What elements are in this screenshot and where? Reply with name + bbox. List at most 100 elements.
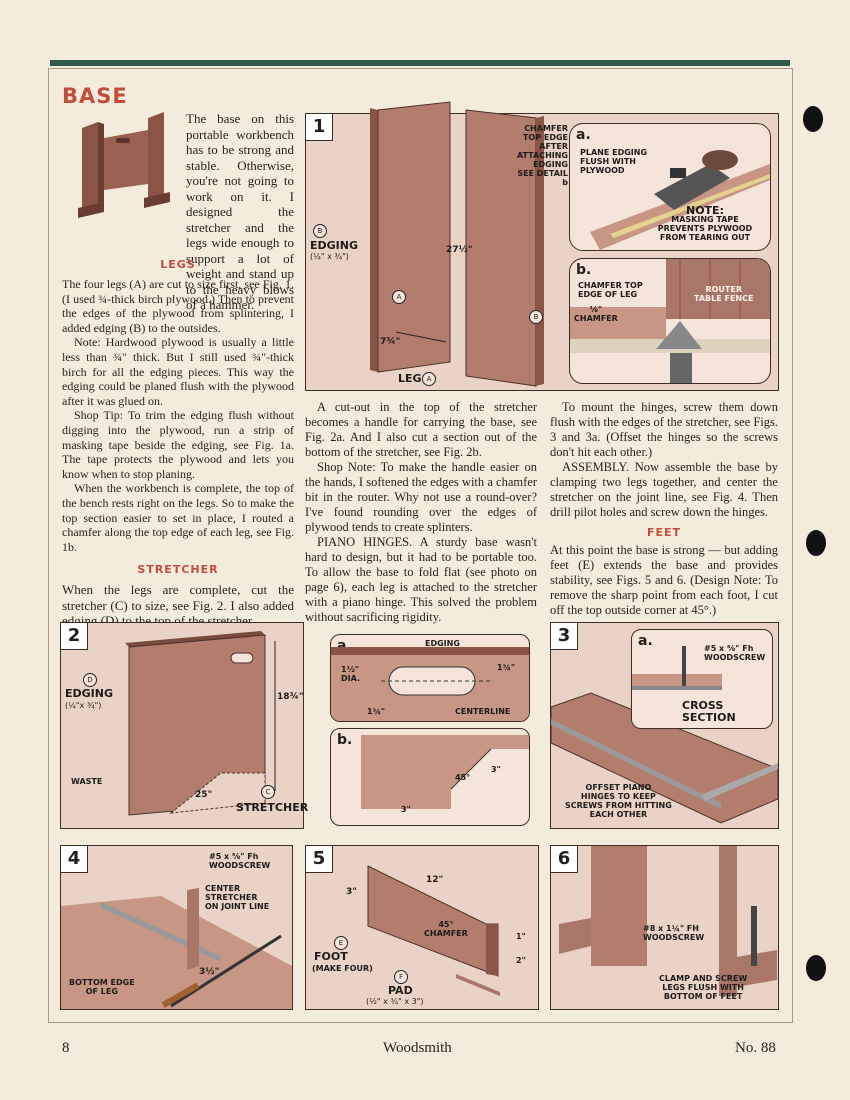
stretcher-drawing	[125, 631, 276, 816]
dia-line: DIA.	[341, 674, 360, 683]
part-a-marker: A	[392, 290, 406, 304]
note-line: CHAMFER TOP	[578, 281, 643, 290]
dim-width: 25"	[195, 790, 213, 800]
note-line: EACH OTHER	[589, 810, 648, 819]
part-a-marker: A	[422, 372, 436, 386]
dim-label: 3"	[491, 765, 501, 774]
chamfer-note-line: EDGING	[533, 160, 568, 169]
plane-drawing	[590, 150, 770, 250]
edging-label: EDGING	[310, 239, 359, 252]
detail-2a: a. EDGING 1½" DIA. 1¾" 1¾" CENTERLINE	[330, 634, 530, 722]
chamfer-note-line: SEE DETAIL b	[517, 169, 568, 187]
note-line: SECTION	[682, 711, 736, 724]
dim-length: 27½"	[446, 245, 473, 255]
hinge-drawing	[551, 692, 778, 824]
clamp-drawing	[61, 888, 292, 1009]
note-line: CENTER STRETCHER	[205, 884, 258, 902]
note-line: LEGS FLUSH WITH	[662, 983, 744, 992]
router-drawing	[570, 259, 770, 383]
note-line: #8 x 1¼" FH	[643, 924, 699, 933]
binder-hole	[803, 106, 823, 132]
part-f-marker: F	[394, 970, 408, 984]
note-line: FLUSH WITH	[580, 157, 636, 166]
stretcher-paragraph: When the legs are complete, cut the stre…	[62, 582, 294, 629]
cross-section-drawing	[632, 646, 722, 690]
note-line: FROM TEARING OUT	[659, 233, 751, 242]
chamfer-note-line: CHAMFER	[524, 124, 568, 133]
legs-paragraph: Shop Tip: To trim the edging flush witho…	[62, 408, 294, 481]
clamp-foot-drawing	[559, 846, 777, 996]
detail-1b: b. CHAMFER TOP EDGE OF LEG ROUTER TABLE …	[569, 258, 771, 384]
note-line: ROUTER	[705, 285, 742, 294]
page-number: 8	[62, 1040, 70, 1056]
angle-label: 45°	[455, 773, 471, 782]
figure-5: 5 12" 3" 45° CHAMFER 1" 2" E FOOT (MAKE …	[305, 845, 539, 1010]
page-frame	[48, 68, 793, 1023]
centerline-label: CENTERLINE	[455, 707, 511, 716]
note-line: SCREWS FROM HITTING	[565, 801, 672, 810]
dim-label: 3"	[346, 887, 357, 897]
legs-paragraph: Note: Hardwood plywood is usually a litt…	[62, 335, 294, 408]
chamfer-note-line: TOP EDGE	[522, 133, 568, 142]
detail-tag: a.	[576, 127, 591, 143]
foot-label: FOOT	[314, 950, 348, 963]
section-title-stretcher: STRETCHER	[137, 563, 219, 577]
detail-tag: b.	[337, 732, 353, 748]
note-line: CLAMP AND SCREW	[659, 974, 748, 983]
issue-number: No. 88	[735, 1040, 776, 1056]
note-line: PLYWOOD	[580, 166, 625, 175]
section-title-base: BASE	[62, 84, 128, 108]
cutout-drawing	[361, 735, 529, 809]
note-line: WOODSCREW	[209, 861, 271, 870]
waste-label: WASTE	[71, 777, 103, 786]
stretcher-label: STRETCHER	[236, 801, 309, 814]
legs-paragraph: The four legs (A) are cut to size first,…	[62, 277, 294, 335]
note-line: ⅛"	[589, 305, 603, 314]
figure-4: 4 #5 x ⅝" Fh WOODSCREW CENTER STRETCHER …	[60, 845, 293, 1010]
note-heading: NOTE:	[686, 204, 724, 217]
leg-drawing	[370, 101, 544, 387]
edging-size: (¼" x ¾")	[310, 252, 349, 261]
note-line: PLANE EDGING	[580, 148, 648, 157]
figure-number: 4	[61, 846, 88, 873]
base-intro: The base on this portable workbench has …	[186, 111, 294, 312]
binder-hole	[806, 955, 826, 981]
note-line: EDGE OF LEG	[578, 290, 638, 299]
section-title-feet: FEET	[646, 526, 682, 539]
shop-note-paragraph: Shop Note: To make the handle easier on …	[305, 460, 537, 534]
legs-paragraph: When the workbench is complete, the top …	[62, 481, 294, 554]
dim-height: 18¾"	[277, 692, 304, 702]
dim-label: 12"	[426, 875, 444, 885]
dim-width: 7¾"	[380, 337, 401, 347]
leg-label: LEG	[398, 372, 422, 385]
figure-number: 1	[306, 114, 333, 141]
handle-paragraph: A cut-out in the top of the stretcher be…	[305, 400, 537, 459]
magazine-name: Woodsmith	[383, 1040, 452, 1056]
header-rule	[50, 60, 790, 66]
dim-label: 2"	[516, 956, 526, 965]
note-line: CROSS	[682, 699, 724, 712]
section-title-legs: LEGS	[160, 258, 196, 271]
note-line: OF LEG	[85, 987, 118, 996]
note-line: TABLE FENCE	[694, 294, 754, 303]
note-line: WOODSCREW	[704, 653, 766, 662]
note-line: #5 x ⅝" Fh	[209, 852, 259, 861]
part-b-marker: B	[529, 310, 543, 324]
assembly-paragraph: ASSEMBLY. Now assemble the base by clamp…	[550, 460, 778, 519]
detail-tag: a.	[638, 633, 653, 649]
quantity-label: (MAKE FOUR)	[312, 964, 373, 973]
pad-label: PAD	[388, 984, 413, 997]
note-line: 45°	[438, 920, 454, 929]
detail-3a: a. #5 x ⅝" Fh WOODSCREW CROSS SECTION	[631, 629, 773, 729]
detail-2b: b. 45° 3" 3"	[330, 728, 530, 826]
piano-hinges-paragraph: PIANO HINGES. A sturdy base wasn't hard …	[305, 535, 537, 624]
handle-drawing	[331, 647, 529, 721]
note-line: ON JOINT LINE	[205, 902, 270, 911]
note-line: WOODSCREW	[643, 933, 705, 942]
figure-6: 6 #8 x 1¼" FH WOODSCREW CLAMP AND SCREW …	[550, 845, 779, 1010]
dim-label: 1¾"	[497, 663, 516, 672]
figure-number: 2	[61, 623, 88, 650]
chamfer-note-line: ATTACHING	[516, 151, 568, 160]
dim-label: 1"	[516, 932, 526, 941]
feet-paragraph: At this point the base is strong — but a…	[550, 543, 778, 617]
